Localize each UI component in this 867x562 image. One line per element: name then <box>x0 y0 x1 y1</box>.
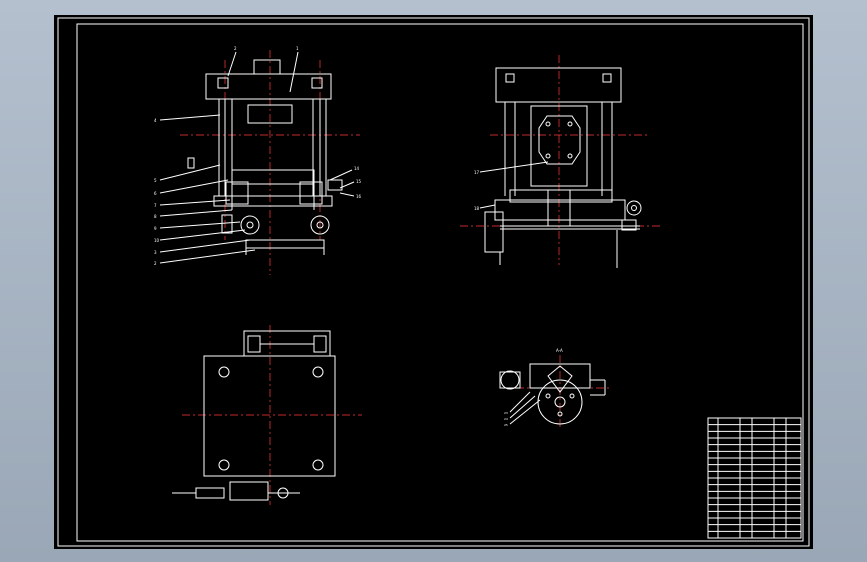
outer-border <box>57 17 810 547</box>
inner-frame <box>76 23 804 542</box>
leader-number: 23 <box>504 411 508 415</box>
leader-number: 15 <box>356 179 362 184</box>
leader-number: 10 <box>154 238 160 243</box>
top-view <box>172 325 362 505</box>
leader-number: 16 <box>356 194 362 199</box>
side-view: 17 18 <box>460 55 660 268</box>
leader-number: 6 <box>154 191 157 196</box>
leader-number: 7 <box>154 203 157 208</box>
section-label: A-A <box>556 348 563 353</box>
leader-number: 9 <box>154 226 157 231</box>
leader-number: 18 <box>474 206 480 211</box>
leader-number: 25 <box>504 423 508 427</box>
leader-number: 14 <box>354 166 360 171</box>
title-block <box>707 417 802 539</box>
leader-number: 2 <box>154 261 157 266</box>
drawing-sheet <box>54 15 813 549</box>
section-view: A-A 23 24 25 <box>499 348 610 430</box>
leader-number: 17 <box>474 170 480 175</box>
front-view: 4 5 6 7 8 9 10 3 2 2 1 14 15 16 <box>154 46 362 275</box>
leader-number: 1 <box>296 46 299 51</box>
leader-number: 8 <box>154 214 157 219</box>
leader-number: 24 <box>504 417 508 421</box>
leader-number: 5 <box>154 178 157 183</box>
leader-number: 4 <box>154 118 157 123</box>
leader-number: 2 <box>234 46 237 51</box>
leader-number: 3 <box>154 250 157 255</box>
